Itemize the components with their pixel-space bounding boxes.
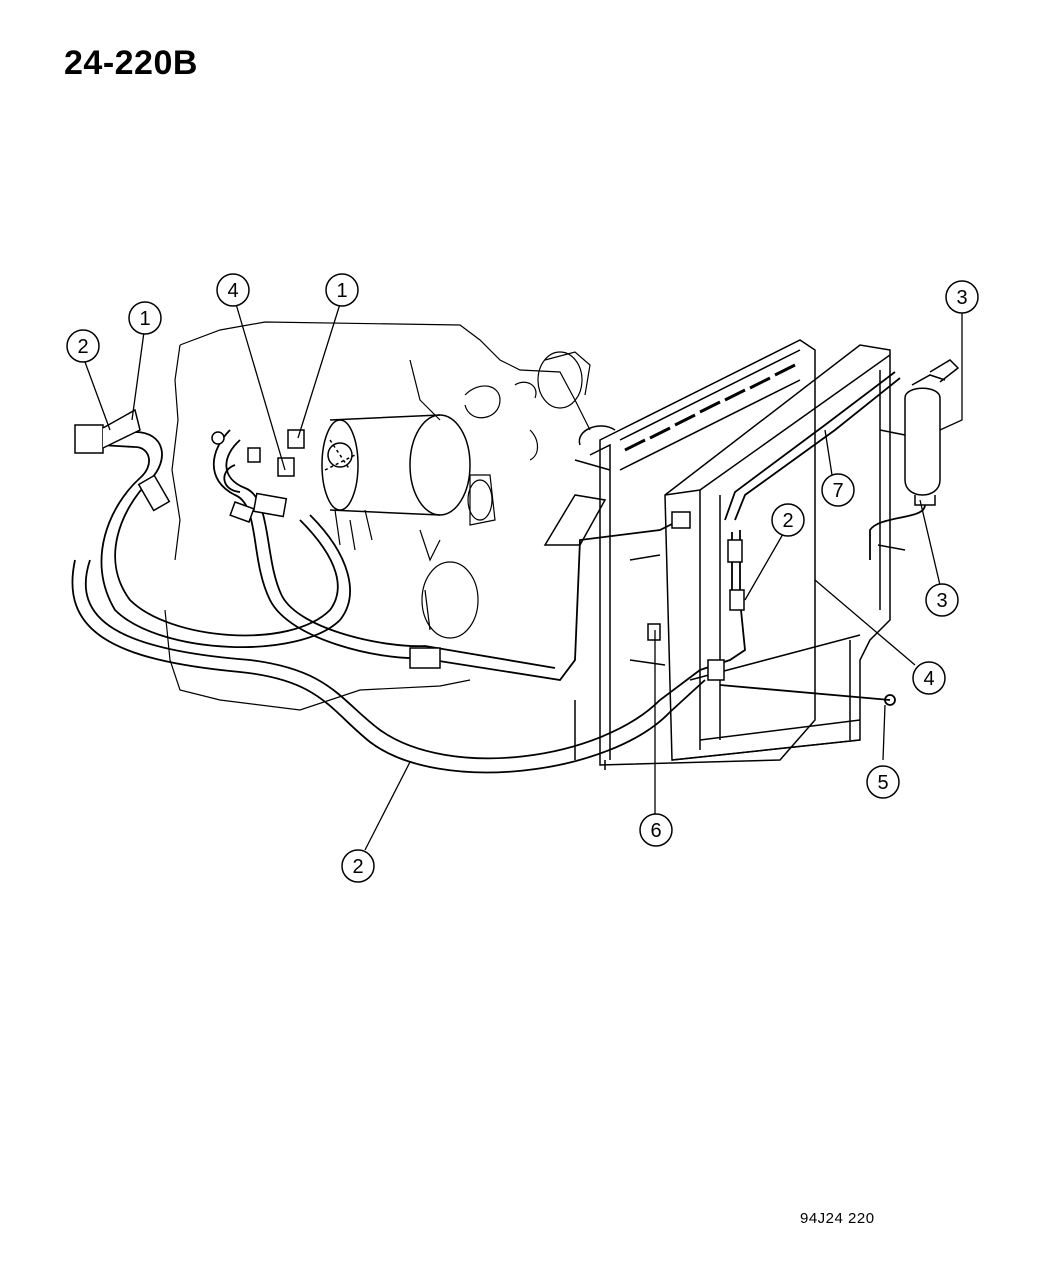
callout-1-left: 1 bbox=[128, 301, 162, 335]
condenser bbox=[629, 344, 891, 761]
engine-block bbox=[164, 321, 591, 711]
callout-6: 6 bbox=[639, 813, 673, 847]
callout-4-top: 4 bbox=[216, 273, 250, 307]
callout-label: 2 bbox=[782, 510, 793, 532]
callout-label: 6 bbox=[650, 820, 661, 842]
radiator bbox=[543, 339, 816, 770]
fittings bbox=[74, 408, 745, 681]
callout-label: 1 bbox=[139, 308, 150, 330]
callout-label: 4 bbox=[923, 668, 934, 690]
leader-lines bbox=[84, 303, 963, 851]
callout-label: 1 bbox=[336, 280, 347, 302]
callout-3-mid: 3 bbox=[925, 583, 959, 617]
callout-label: 7 bbox=[832, 480, 843, 502]
callout-label: 3 bbox=[956, 287, 967, 309]
callout-label: 5 bbox=[877, 772, 888, 794]
callout-4-right: 4 bbox=[912, 661, 946, 695]
refrigerant-lines bbox=[71, 371, 926, 774]
callout-label: 3 bbox=[936, 590, 947, 612]
callout-label: 2 bbox=[352, 856, 363, 878]
callout-label: 2 bbox=[77, 336, 88, 358]
page-title: 24-220B bbox=[64, 44, 198, 82]
figure-code: 94J24 220 bbox=[800, 1210, 875, 1227]
callout-2-left: 2 bbox=[66, 329, 100, 363]
compressor bbox=[321, 414, 471, 516]
callout-2-mid: 2 bbox=[771, 503, 805, 537]
callout-5: 5 bbox=[866, 765, 900, 799]
callout-label: 4 bbox=[227, 280, 238, 302]
callout-2-bottom: 2 bbox=[341, 849, 375, 883]
callout-3-top: 3 bbox=[945, 280, 979, 314]
callout-1-top: 1 bbox=[325, 273, 359, 307]
receiver-drier bbox=[877, 359, 960, 551]
callout-7: 7 bbox=[821, 473, 855, 507]
